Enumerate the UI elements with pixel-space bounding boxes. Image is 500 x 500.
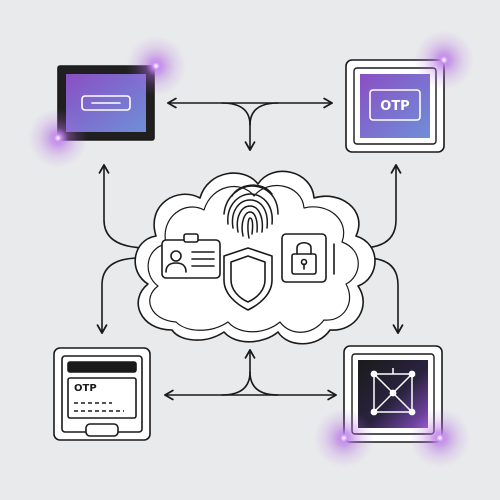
arrow-icon (96, 257, 141, 334)
glow-dot (410, 408, 470, 468)
fingerprint-icon (223, 184, 279, 239)
network-node-icon (343, 345, 443, 443)
shield-icon (223, 247, 273, 311)
otp-screen-icon: OTP (345, 59, 445, 153)
arrow-icon (359, 164, 402, 249)
otp-document-icon: OTP (53, 347, 151, 441)
glow-dot (126, 36, 186, 96)
glow-effects (28, 30, 474, 468)
arrow-icon (221, 102, 256, 151)
padlock-icon (281, 233, 335, 283)
glow-dot (28, 108, 88, 168)
glow-dot (414, 30, 474, 90)
arrow-icon (221, 349, 256, 396)
otp-document-label: OTP (74, 383, 97, 394)
id-card-icon (161, 233, 221, 279)
otp-label: OTP (380, 99, 409, 114)
arrow-icon (98, 164, 149, 249)
glow-dot (314, 408, 374, 468)
